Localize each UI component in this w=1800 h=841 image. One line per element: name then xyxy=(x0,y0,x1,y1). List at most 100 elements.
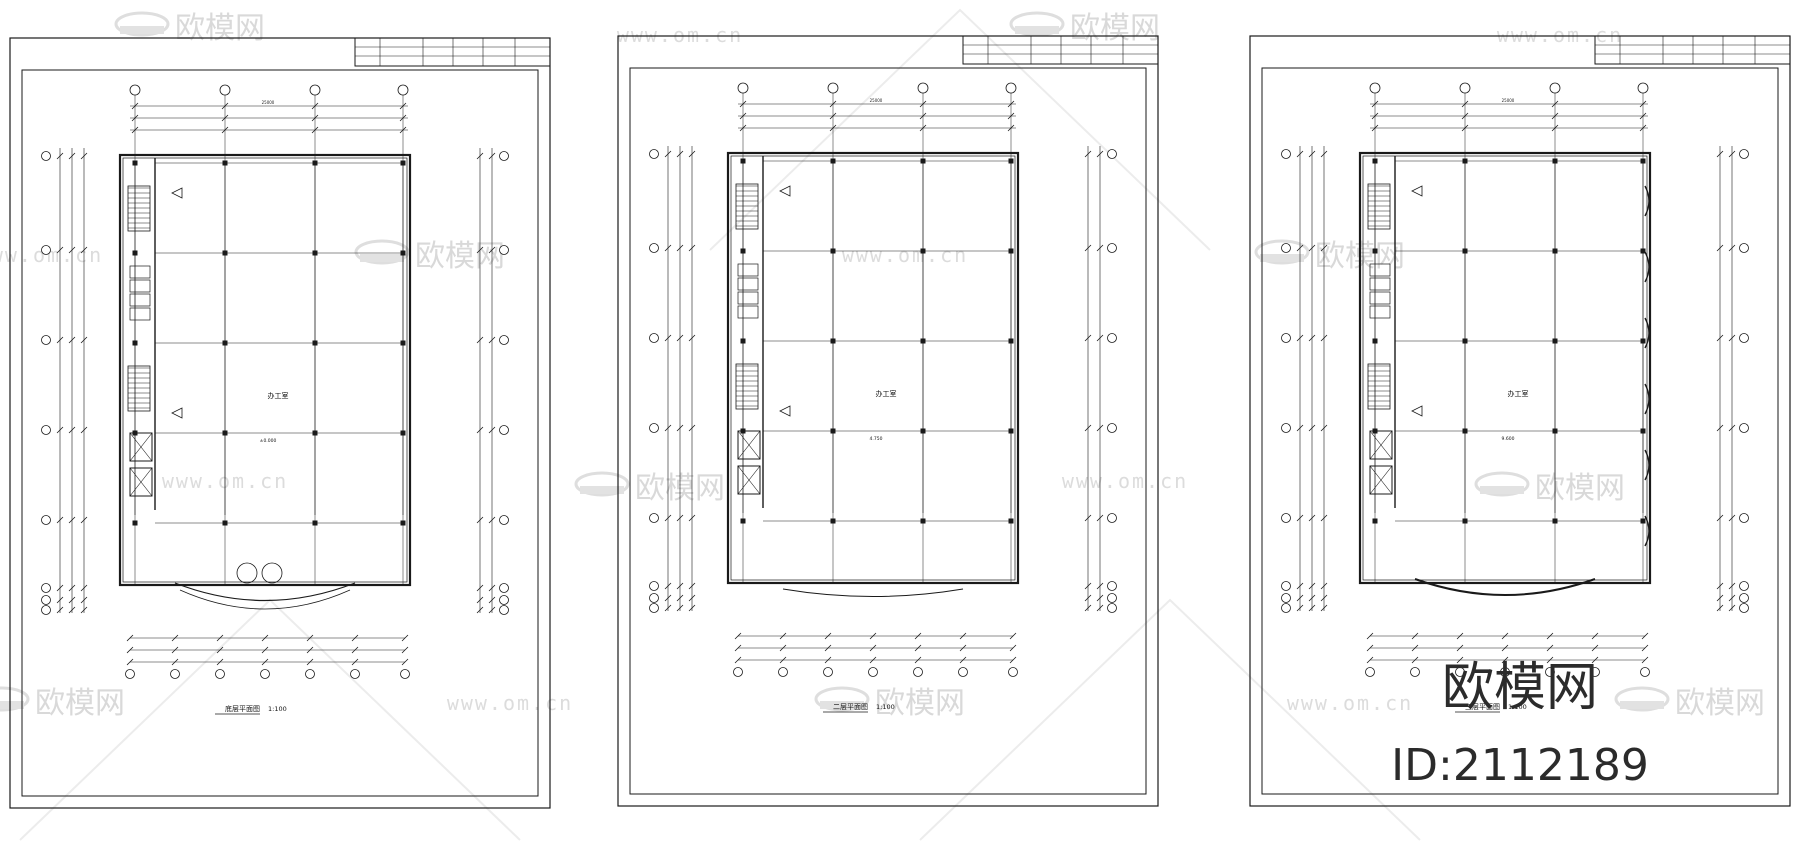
sheet-title: 二层平面图 xyxy=(833,703,868,711)
toilet-stall xyxy=(737,291,759,305)
axis-bubble xyxy=(1107,603,1117,613)
axis-bubble xyxy=(170,669,180,679)
stair xyxy=(735,363,759,410)
watermark-site-name: 欧模网 xyxy=(1070,11,1160,46)
sheet-scale: 1:100 xyxy=(1508,703,1527,711)
axis-bubble xyxy=(917,82,929,94)
column xyxy=(222,520,228,526)
column xyxy=(1372,518,1378,524)
column xyxy=(222,160,228,166)
floor-level: ±0.000 xyxy=(260,438,277,444)
column xyxy=(920,518,926,524)
axis-bubble xyxy=(827,82,839,94)
axis-bubble xyxy=(1281,333,1291,343)
axis-bubble xyxy=(1739,423,1749,433)
sheet-outer-border xyxy=(9,37,551,809)
axis-bubble xyxy=(499,151,509,161)
toilet-stall xyxy=(1369,277,1391,291)
section-marker xyxy=(171,187,183,199)
bay-window xyxy=(1644,251,1650,283)
axis-bubble xyxy=(1545,667,1555,677)
axis-bubble xyxy=(1281,513,1291,523)
column xyxy=(400,340,406,346)
axis-bubble xyxy=(1005,82,1017,94)
axis-bubble xyxy=(913,667,923,677)
axis-bubble xyxy=(733,667,743,677)
column xyxy=(1372,248,1378,254)
axis-bubble xyxy=(1281,423,1291,433)
title-block xyxy=(354,37,551,67)
axis-bubble xyxy=(260,669,270,679)
column xyxy=(132,520,138,526)
toilet-stall xyxy=(129,279,151,293)
grid-axes xyxy=(41,84,509,679)
column xyxy=(400,160,406,166)
axis-bubble xyxy=(1500,667,1510,677)
brand-layer: 欧模网 ID:2112189 xyxy=(1391,658,1649,791)
floor-level: 4.750 xyxy=(870,436,883,442)
axis-bubble xyxy=(215,669,225,679)
watermark-logo: 欧模网 xyxy=(814,686,965,721)
sheet-scale: 1:100 xyxy=(876,703,895,711)
axis-bubble xyxy=(499,425,509,435)
section-marker xyxy=(779,185,791,197)
room-label: 办工室 xyxy=(1508,389,1529,398)
column xyxy=(1008,428,1014,434)
column xyxy=(920,338,926,344)
column xyxy=(312,430,318,436)
axis-bubble xyxy=(1739,581,1749,591)
column xyxy=(1372,158,1378,164)
toilet-stall xyxy=(737,263,759,277)
column xyxy=(132,250,138,256)
toilet-stall xyxy=(1369,263,1391,277)
elevator xyxy=(129,432,153,462)
entrance-details xyxy=(782,588,964,597)
building-walls xyxy=(726,151,1020,585)
axis-bubble xyxy=(41,583,51,593)
column xyxy=(1552,248,1558,254)
axis-bubble xyxy=(1590,667,1600,677)
sheet-outer-border xyxy=(1249,35,1791,807)
column xyxy=(740,518,746,524)
watermark-url: www.om.cn xyxy=(1287,691,1413,715)
watermark-site-name: 欧模网 xyxy=(175,11,265,46)
dimension-lines: 25000 xyxy=(56,100,496,666)
overall-dimension: 25000 xyxy=(1502,98,1515,103)
elevator xyxy=(1369,465,1393,495)
axis-bubble xyxy=(1365,667,1375,677)
column xyxy=(1552,428,1558,434)
column xyxy=(312,340,318,346)
axis-bubble xyxy=(41,335,51,345)
brand-id: ID:2112189 xyxy=(1391,740,1649,791)
column xyxy=(920,158,926,164)
axis-bubble xyxy=(125,669,135,679)
section-marker xyxy=(1411,185,1423,197)
overall-dimension: 25000 xyxy=(870,98,883,103)
column xyxy=(1640,248,1646,254)
column xyxy=(1640,518,1646,524)
sheet-outer-border xyxy=(617,35,1159,807)
watermark-logo: 欧模网 xyxy=(1009,11,1160,46)
revolving-door xyxy=(236,562,258,584)
watermark-url: www.om.cn xyxy=(617,23,743,47)
watermark-stroke xyxy=(709,8,1211,251)
stair xyxy=(735,183,759,230)
bay-window xyxy=(1644,383,1650,415)
service-core xyxy=(1367,156,1423,508)
title-block xyxy=(962,35,1159,65)
structural-grid xyxy=(740,158,1014,524)
column xyxy=(1008,158,1014,164)
column xyxy=(1552,518,1558,524)
service-core xyxy=(735,156,791,508)
axis-bubble xyxy=(1739,243,1749,253)
axis-bubble xyxy=(1281,603,1291,613)
axis-bubble xyxy=(41,151,51,161)
watermark-url: www.om.cn xyxy=(447,691,573,715)
grid-axes xyxy=(1281,82,1749,677)
sheet-inner-border xyxy=(21,69,539,797)
grid-axes xyxy=(649,82,1117,677)
entrance-details xyxy=(1414,185,1650,596)
toilet-stall xyxy=(129,293,151,307)
watermark-site-name: 欧模网 xyxy=(35,686,125,721)
column xyxy=(1008,518,1014,524)
